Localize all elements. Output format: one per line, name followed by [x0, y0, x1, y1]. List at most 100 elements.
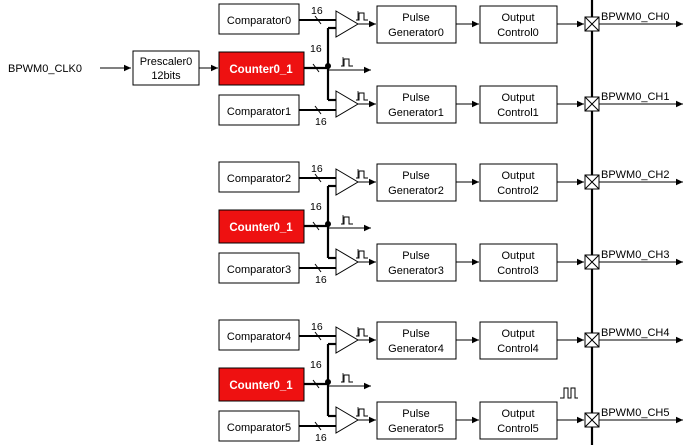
counter-bus-width: 16: [310, 201, 322, 213]
comp-top-bus-slash: [314, 15, 322, 25]
comp-top-bus-width: 16: [311, 5, 323, 17]
comp-bottom-bus-slash: [314, 263, 322, 273]
comp-bottom-pulse-icon: [356, 250, 368, 259]
channel-group-0: Comparator0Counter0_1Comparator1161616Pu…: [218, 3, 683, 128]
channel-top-label: BPWM0_CH2: [601, 169, 669, 181]
output-top-line2: Control4: [497, 343, 539, 355]
pin-mux-bottom-cross: [584, 412, 600, 428]
pulse-top-line1: Pulse: [402, 328, 430, 340]
comp-top-bus-slash: [314, 331, 322, 341]
comparator-bottom-box: [218, 252, 300, 284]
comparator-bottom-triangle: [335, 90, 359, 118]
prescaler-block: Prescaler0 12bits: [132, 50, 200, 86]
counter-label: Counter0_1: [229, 222, 293, 234]
counter-bus-slash: [312, 379, 320, 389]
output-control-top-box: [479, 321, 558, 360]
pulse-top-line2: Generator0: [388, 27, 444, 39]
pulse-generator-bottom-box: [376, 85, 457, 124]
output-top-line1: Output: [501, 170, 534, 182]
output-control-bottom-box: [479, 85, 558, 124]
output-top-line1: Output: [501, 328, 534, 340]
comparator-bottom-label: Comparator1: [227, 106, 291, 118]
comparator-top-label: Comparator4: [227, 331, 291, 343]
comparator-bottom-triangle: [335, 248, 359, 276]
pin-mux-bottom-cross: [584, 96, 600, 112]
pulse-bottom-line1: Pulse: [402, 92, 430, 104]
comparator-bottom-label: Comparator3: [227, 264, 291, 276]
pulse-bottom-line2: Generator1: [388, 107, 444, 119]
comp-bottom-bus-width: 16: [315, 116, 327, 128]
prescaler-label: Prescaler0: [140, 56, 193, 68]
output-bottom-line2: Control5: [497, 423, 539, 435]
comp-bottom-bus-width: 16: [315, 274, 327, 286]
comparator-bottom-box: [218, 410, 300, 442]
pulse-bottom-line2: Generator5: [388, 423, 444, 435]
output-bottom-line2: Control1: [497, 107, 539, 119]
counter-event-pulse-icon: [341, 58, 353, 67]
pulse-bottom-line1: Pulse: [402, 250, 430, 262]
pulse-generator-top-box: [376, 5, 457, 44]
counter-bus-width: 16: [310, 43, 322, 55]
prescaler-bits-label: 12bits: [151, 70, 181, 82]
comp-top-pulse-icon: [356, 12, 368, 21]
output-control-top-box: [479, 163, 558, 202]
comp-bottom-pulse-icon: [356, 408, 368, 417]
pulse-top-line2: Generator4: [388, 343, 444, 355]
comparator-bottom-triangle: [335, 406, 359, 434]
channel-bottom-label: BPWM0_CH5: [601, 407, 669, 419]
channel-group-1: Comparator2Counter0_1Comparator3161616Pu…: [218, 161, 683, 286]
counter-label: Counter0_1: [229, 380, 293, 392]
comparator-top-triangle: [335, 168, 359, 196]
counter-box: [218, 209, 305, 244]
output-top-line2: Control2: [497, 185, 539, 197]
pin-mux-top-cross: [584, 332, 600, 348]
pulse-bottom-line2: Generator3: [388, 265, 444, 277]
pulse-top-line1: Pulse: [402, 170, 430, 182]
output-control-top-box: [479, 5, 558, 44]
comparator-top-label: Comparator2: [227, 173, 291, 185]
output-top-line2: Control0: [497, 27, 539, 39]
channel-bottom-label: BPWM0_CH3: [601, 249, 669, 261]
pin-mux-top-cross: [584, 16, 600, 32]
pulse-top-line2: Generator2: [388, 185, 444, 197]
counter-box: [218, 51, 305, 86]
counter-bus-slash: [312, 221, 320, 231]
output-top-line1: Output: [501, 12, 534, 24]
channel-group-2: Comparator4Counter0_1Comparator5161616Pu…: [218, 319, 683, 444]
comparator-top-box: [218, 3, 300, 35]
comp-top-bus-width: 16: [311, 321, 323, 333]
comp-bottom-bus-slash: [314, 421, 322, 431]
comp-top-bus-width: 16: [311, 163, 323, 175]
comparator-top-triangle: [335, 10, 359, 38]
comp-top-pulse-icon: [356, 328, 368, 337]
output-bottom-line1: Output: [501, 92, 534, 104]
channel-bottom-label: BPWM0_CH1: [601, 91, 669, 103]
comp-top-pulse-icon: [356, 170, 368, 179]
output-waveform-icon: [560, 387, 578, 399]
clock-input-label: BPWM0_CLK0: [8, 63, 82, 75]
channel-top-label: BPWM0_CH0: [601, 11, 669, 23]
comparator-bottom-label: Comparator5: [227, 422, 291, 434]
pulse-bottom-line1: Pulse: [402, 408, 430, 420]
pulse-generator-bottom-box: [376, 401, 457, 440]
comparator-top-triangle: [335, 326, 359, 354]
comp-bottom-pulse-icon: [356, 92, 368, 101]
output-control-bottom-box: [479, 243, 558, 282]
channel-top-label: BPWM0_CH4: [601, 327, 669, 339]
comparator-top-box: [218, 319, 300, 351]
comparator-top-label: Comparator0: [227, 15, 291, 27]
comp-top-bus-slash: [314, 173, 322, 183]
counter-label: Counter0_1: [229, 64, 293, 76]
counter-bus-width: 16: [310, 359, 322, 371]
pulse-top-line1: Pulse: [402, 12, 430, 24]
counter-event-pulse-icon: [341, 216, 353, 225]
comp-bottom-bus-slash: [314, 105, 322, 115]
comparator-bottom-box: [218, 94, 300, 126]
pulse-generator-bottom-box: [376, 243, 457, 282]
pin-mux-top-cross: [584, 174, 600, 190]
output-control-bottom-box: [479, 401, 558, 440]
counter-event-pulse-icon: [341, 374, 353, 383]
counter-bus-slash: [312, 63, 320, 73]
comp-bottom-bus-width: 16: [315, 432, 327, 444]
